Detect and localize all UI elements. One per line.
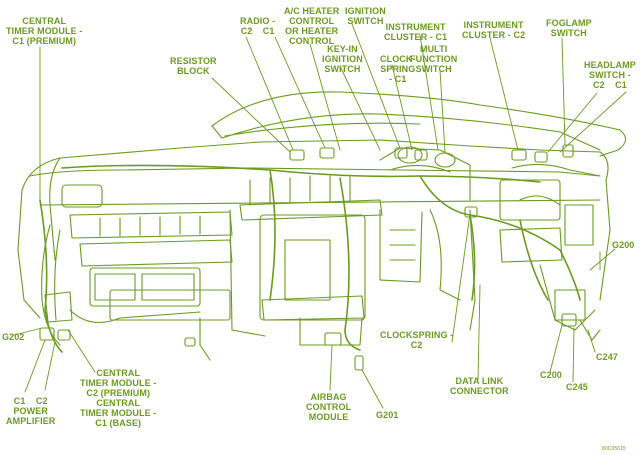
wire-harness xyxy=(39,164,581,353)
label-key-in-ignition-switch: KEY-IN IGNITION SWITCH xyxy=(322,44,363,74)
steering-area xyxy=(379,146,476,331)
label-headlamp-switch: HEADLAMP SWITCH - C2 C1 xyxy=(584,60,636,90)
label-instrument-cluster-c2: INSTRUMENT CLUSTER - C2 xyxy=(462,20,526,40)
label-multi-function-switch: MULTI FUNCTION SWITCH xyxy=(410,44,458,74)
right-structure xyxy=(499,163,601,341)
dash-body-outline xyxy=(17,139,611,319)
figure-id: 80c05615 xyxy=(602,446,626,452)
label-clockspring-c1: CLOCK- SPRING - C1 xyxy=(380,54,416,84)
label-g200: G200 xyxy=(612,240,635,250)
label-central-timer-module-c1: CENTRAL TIMER MODULE - C1 (PREMIUM) xyxy=(6,16,83,46)
label-c200: C200 xyxy=(540,370,562,380)
label-g201: G201 xyxy=(376,410,399,420)
label-radio: RADIO - C2 C1 xyxy=(240,16,276,36)
label-instrument-cluster-c1: INSTRUMENT CLUSTER - C1 xyxy=(384,22,448,42)
label-ignition-switch: IGNITION SWITCH xyxy=(345,6,386,26)
label-foglamp-switch: FOGLAMP SWITCH xyxy=(546,18,592,38)
connectors xyxy=(39,144,577,371)
label-central-timer-module-c2: CENTRAL TIMER MODULE - C2 (PREMIUM) CENT… xyxy=(80,368,157,428)
label-data-link-connector: DATA LINK CONNECTOR xyxy=(450,376,509,396)
leader-lines xyxy=(13,23,627,409)
label-ac-heater-control: A/C HEATER CONTROL OR HEATER CONTROL xyxy=(284,6,340,46)
label-airbag-control-module: AIRBAG CONTROL MODULE xyxy=(306,392,352,422)
label-g202: G202 xyxy=(2,332,25,342)
label-c245: C245 xyxy=(566,382,588,392)
label-resistor-block: RESISTOR BLOCK xyxy=(170,56,217,76)
label-power-amplifier: C1 C2 POWER AMPLIFIER xyxy=(6,396,56,426)
label-clockspring-c2: CLOCKSPRING - C2 xyxy=(380,330,454,350)
left-ducts xyxy=(41,184,233,346)
label-c247: C247 xyxy=(596,352,618,362)
dash-shroud xyxy=(211,91,627,157)
hvac-housing xyxy=(199,175,383,361)
